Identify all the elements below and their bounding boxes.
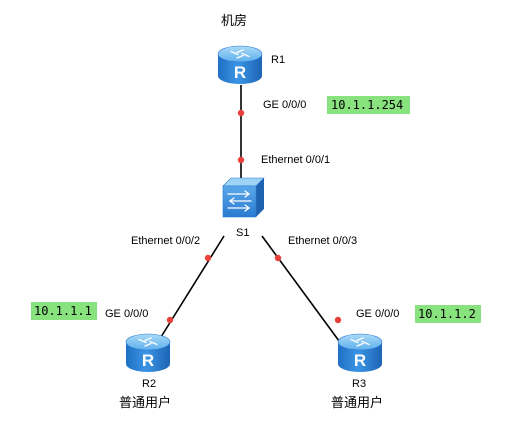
r2-name-label: R2 [142,378,156,390]
link-s1-r2 [155,235,225,346]
port-dot-s1-e1 [237,156,245,164]
router-r1[interactable] [217,45,263,85]
port-label-s1-e2: Ethernet 0/0/2 [131,235,200,247]
port-label-r2-ge: GE 0/0/0 [105,308,148,320]
r3-name-label: R3 [352,378,366,390]
switch-icon [222,177,265,218]
router-icon [125,333,171,373]
router-r2[interactable] [125,333,171,373]
r1-role-label: 机房 [221,13,247,29]
port-dot-s1-e2 [204,254,212,262]
port-dot-r1-ge [237,109,245,117]
port-dot-r2-ge [166,316,174,324]
port-label-r3-ge: GE 0/0/0 [356,308,399,320]
port-label-s1-e3: Ethernet 0/0/3 [288,235,357,247]
router-icon [217,45,263,85]
ip-text-r1: 10.1.1.254 [331,98,403,112]
router-icon [337,333,383,373]
ip-text-r3: 10.1.1.2 [418,307,476,321]
ip-text-r2: 10.1.1.1 [34,304,92,318]
r2-role-label: 普通用户 [119,395,171,411]
r1-name-label: R1 [271,54,285,66]
link-s1-r3 [261,235,343,346]
switch-s1[interactable] [222,177,265,218]
port-dot-s1-e3 [274,254,282,262]
port-label-r1-ge: GE 0/0/0 [263,99,306,111]
port-dot-r3-ge [334,316,342,324]
ip-badge-r3: 10.1.1.2 [415,305,481,323]
ip-badge-r1: 10.1.1.254 [327,96,410,114]
router-r3[interactable] [337,333,383,373]
ip-badge-r2: 10.1.1.1 [31,302,97,320]
s1-name-label: S1 [236,227,249,239]
port-label-s1-e1: Ethernet 0/0/1 [261,154,330,166]
r3-role-label: 普通用户 [331,395,383,411]
